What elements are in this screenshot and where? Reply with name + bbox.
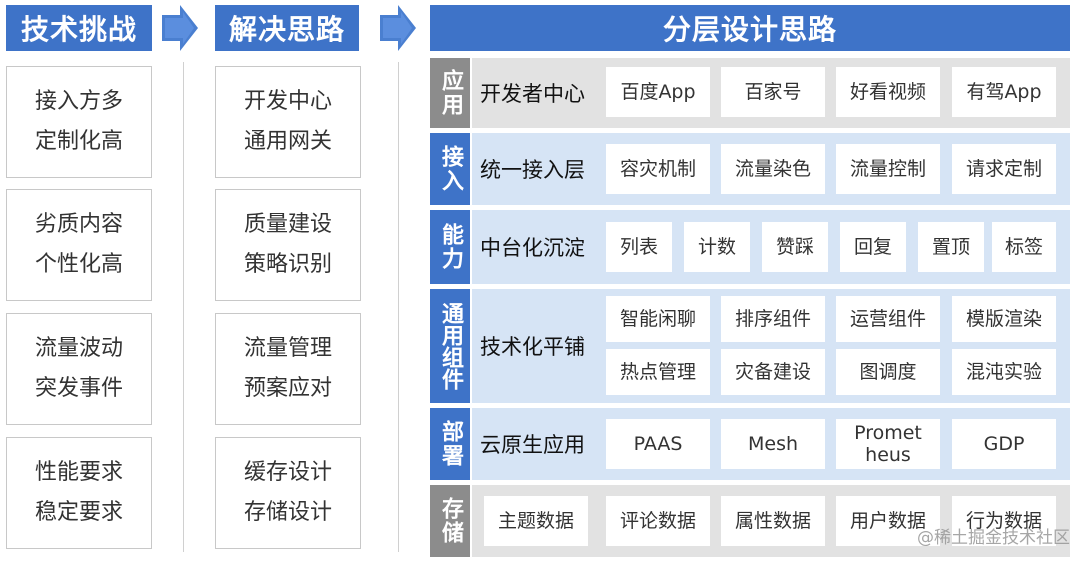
header-layered-design: 分层设计思路 [430,5,1070,51]
layer-item: 智能闲聊 [606,296,710,342]
layer-item: 属性数据 [721,496,825,546]
challenge-line: 劣质内容 [34,212,123,237]
challenge-line: 流量波动 [34,336,123,361]
challenge-line: 定制化高 [34,129,123,154]
layer-row-deployment: 部署 云原生应用 PAAS Mesh Prometheus GDP [430,408,1070,480]
layer-row-common-components: 通用组件 技术化平铺 智能闲聊 排序组件 运营组件 模版渲染 热点管理 灾备建设… [430,289,1070,403]
layer-title: 技术化平铺 [480,335,585,359]
layer-item: 计数 [684,222,750,272]
layer-label-text: 部署 [438,420,463,468]
challenge-line: 突发事件 [34,376,123,401]
layer-item: Mesh [721,419,825,469]
solution-line: 流量管理 [243,336,332,361]
layer-title: 统一接入层 [480,158,585,182]
solution-line: 预案应对 [243,376,332,401]
layer-item: PAAS [606,419,710,469]
challenge-line: 稳定要求 [34,500,123,525]
layer-label-text: 存储 [438,497,463,545]
layer-label-text: 通用组件 [438,302,463,390]
layer-item: 百家号 [721,67,825,117]
layer-item: 好看视频 [836,67,940,117]
separator-line [398,62,399,552]
layer-item: 用户数据 [836,496,940,546]
layer-label: 存储 [430,485,470,557]
layer-label: 能力 [430,210,470,284]
layer-item: 标签 [992,222,1056,272]
solution-box: 开发中心 通用网关 [215,66,361,178]
header-solutions: 解决思路 [215,5,359,51]
layer-item: 回复 [840,222,906,272]
layer-label-text: 能力 [438,223,463,271]
layer-body: 中台化沉淀 列表 计数 赞踩 回复 置顶 标签 [472,210,1070,284]
solution-line: 策略识别 [243,252,332,277]
layer-item: 置顶 [918,222,984,272]
layer-item: 百度App [606,67,710,117]
layer-label: 部署 [430,408,470,480]
challenge-box: 性能要求 稳定要求 [6,437,152,549]
solution-line: 质量建设 [243,212,332,237]
watermark: @稀土掘金技术社区 [917,528,1070,548]
layer-item: 图调度 [836,349,940,395]
solution-box: 流量管理 预案应对 [215,313,361,425]
challenge-box: 劣质内容 个性化高 [6,189,152,301]
layer-label: 通用组件 [430,289,470,403]
solution-line: 通用网关 [243,129,332,154]
layer-body: 技术化平铺 智能闲聊 排序组件 运营组件 模版渲染 热点管理 灾备建设 图调度 … [472,289,1070,403]
layer-row-capability: 能力 中台化沉淀 列表 计数 赞踩 回复 置顶 标签 [430,210,1070,284]
layer-item: 混沌实验 [952,349,1056,395]
layer-item: 模版渲染 [952,296,1056,342]
layer-title: 云原生应用 [480,433,585,457]
layer-item: 赞踩 [762,222,828,272]
layer-label-text: 接入 [438,145,463,193]
solution-line: 开发中心 [243,89,332,114]
header-technical-challenges: 技术挑战 [6,5,152,51]
arrow-right-icon [162,5,198,51]
layer-body: 云原生应用 PAAS Mesh Prometheus GDP [472,408,1070,480]
layer-title: 中台化沉淀 [480,236,585,260]
challenge-line: 接入方多 [34,89,123,114]
layer-label: 接入 [430,133,470,205]
layer-item: 行为数据 [952,496,1056,546]
challenge-box: 流量波动 突发事件 [6,313,152,425]
layer-title: 开发者中心 [480,82,585,106]
layer-row-access: 接入 统一接入层 容灾机制 流量染色 流量控制 请求定制 [430,133,1070,205]
layer-body: 开发者中心 百度App 百家号 好看视频 有驾App [472,58,1070,128]
layer-item: 请求定制 [952,144,1056,194]
arrow-right-icon [380,5,416,51]
layer-item: 流量控制 [836,144,940,194]
separator-line [183,62,184,552]
layer-item: 列表 [606,222,672,272]
solution-box: 缓存设计 存储设计 [215,437,361,549]
layer-item: 灾备建设 [721,349,825,395]
layer-item: 运营组件 [836,296,940,342]
layer-item: Prometheus [836,419,940,469]
layer-item: 评论数据 [606,496,710,546]
layer-body: 统一接入层 容灾机制 流量染色 流量控制 请求定制 [472,133,1070,205]
solution-line: 存储设计 [243,500,332,525]
challenge-box: 接入方多 定制化高 [6,66,152,178]
layer-row-storage: 存储 主题数据 评论数据 属性数据 用户数据 行为数据 [430,485,1070,557]
layer-item: GDP [952,419,1056,469]
layer-label: 应用 [430,58,470,128]
solution-box: 质量建设 策略识别 [215,189,361,301]
challenge-line: 个性化高 [34,252,123,277]
layer-item: 有驾App [952,67,1056,117]
layer-body: 主题数据 评论数据 属性数据 用户数据 行为数据 [472,485,1070,557]
layer-item: 主题数据 [484,496,588,546]
challenge-line: 性能要求 [34,460,123,485]
layer-item: 热点管理 [606,349,710,395]
layer-label-text: 应用 [438,69,463,117]
layer-item: 容灾机制 [606,144,710,194]
layer-row-app: 应用 开发者中心 百度App 百家号 好看视频 有驾App [430,58,1070,128]
layer-item: 排序组件 [721,296,825,342]
solution-line: 缓存设计 [243,460,332,485]
layer-item: 流量染色 [721,144,825,194]
